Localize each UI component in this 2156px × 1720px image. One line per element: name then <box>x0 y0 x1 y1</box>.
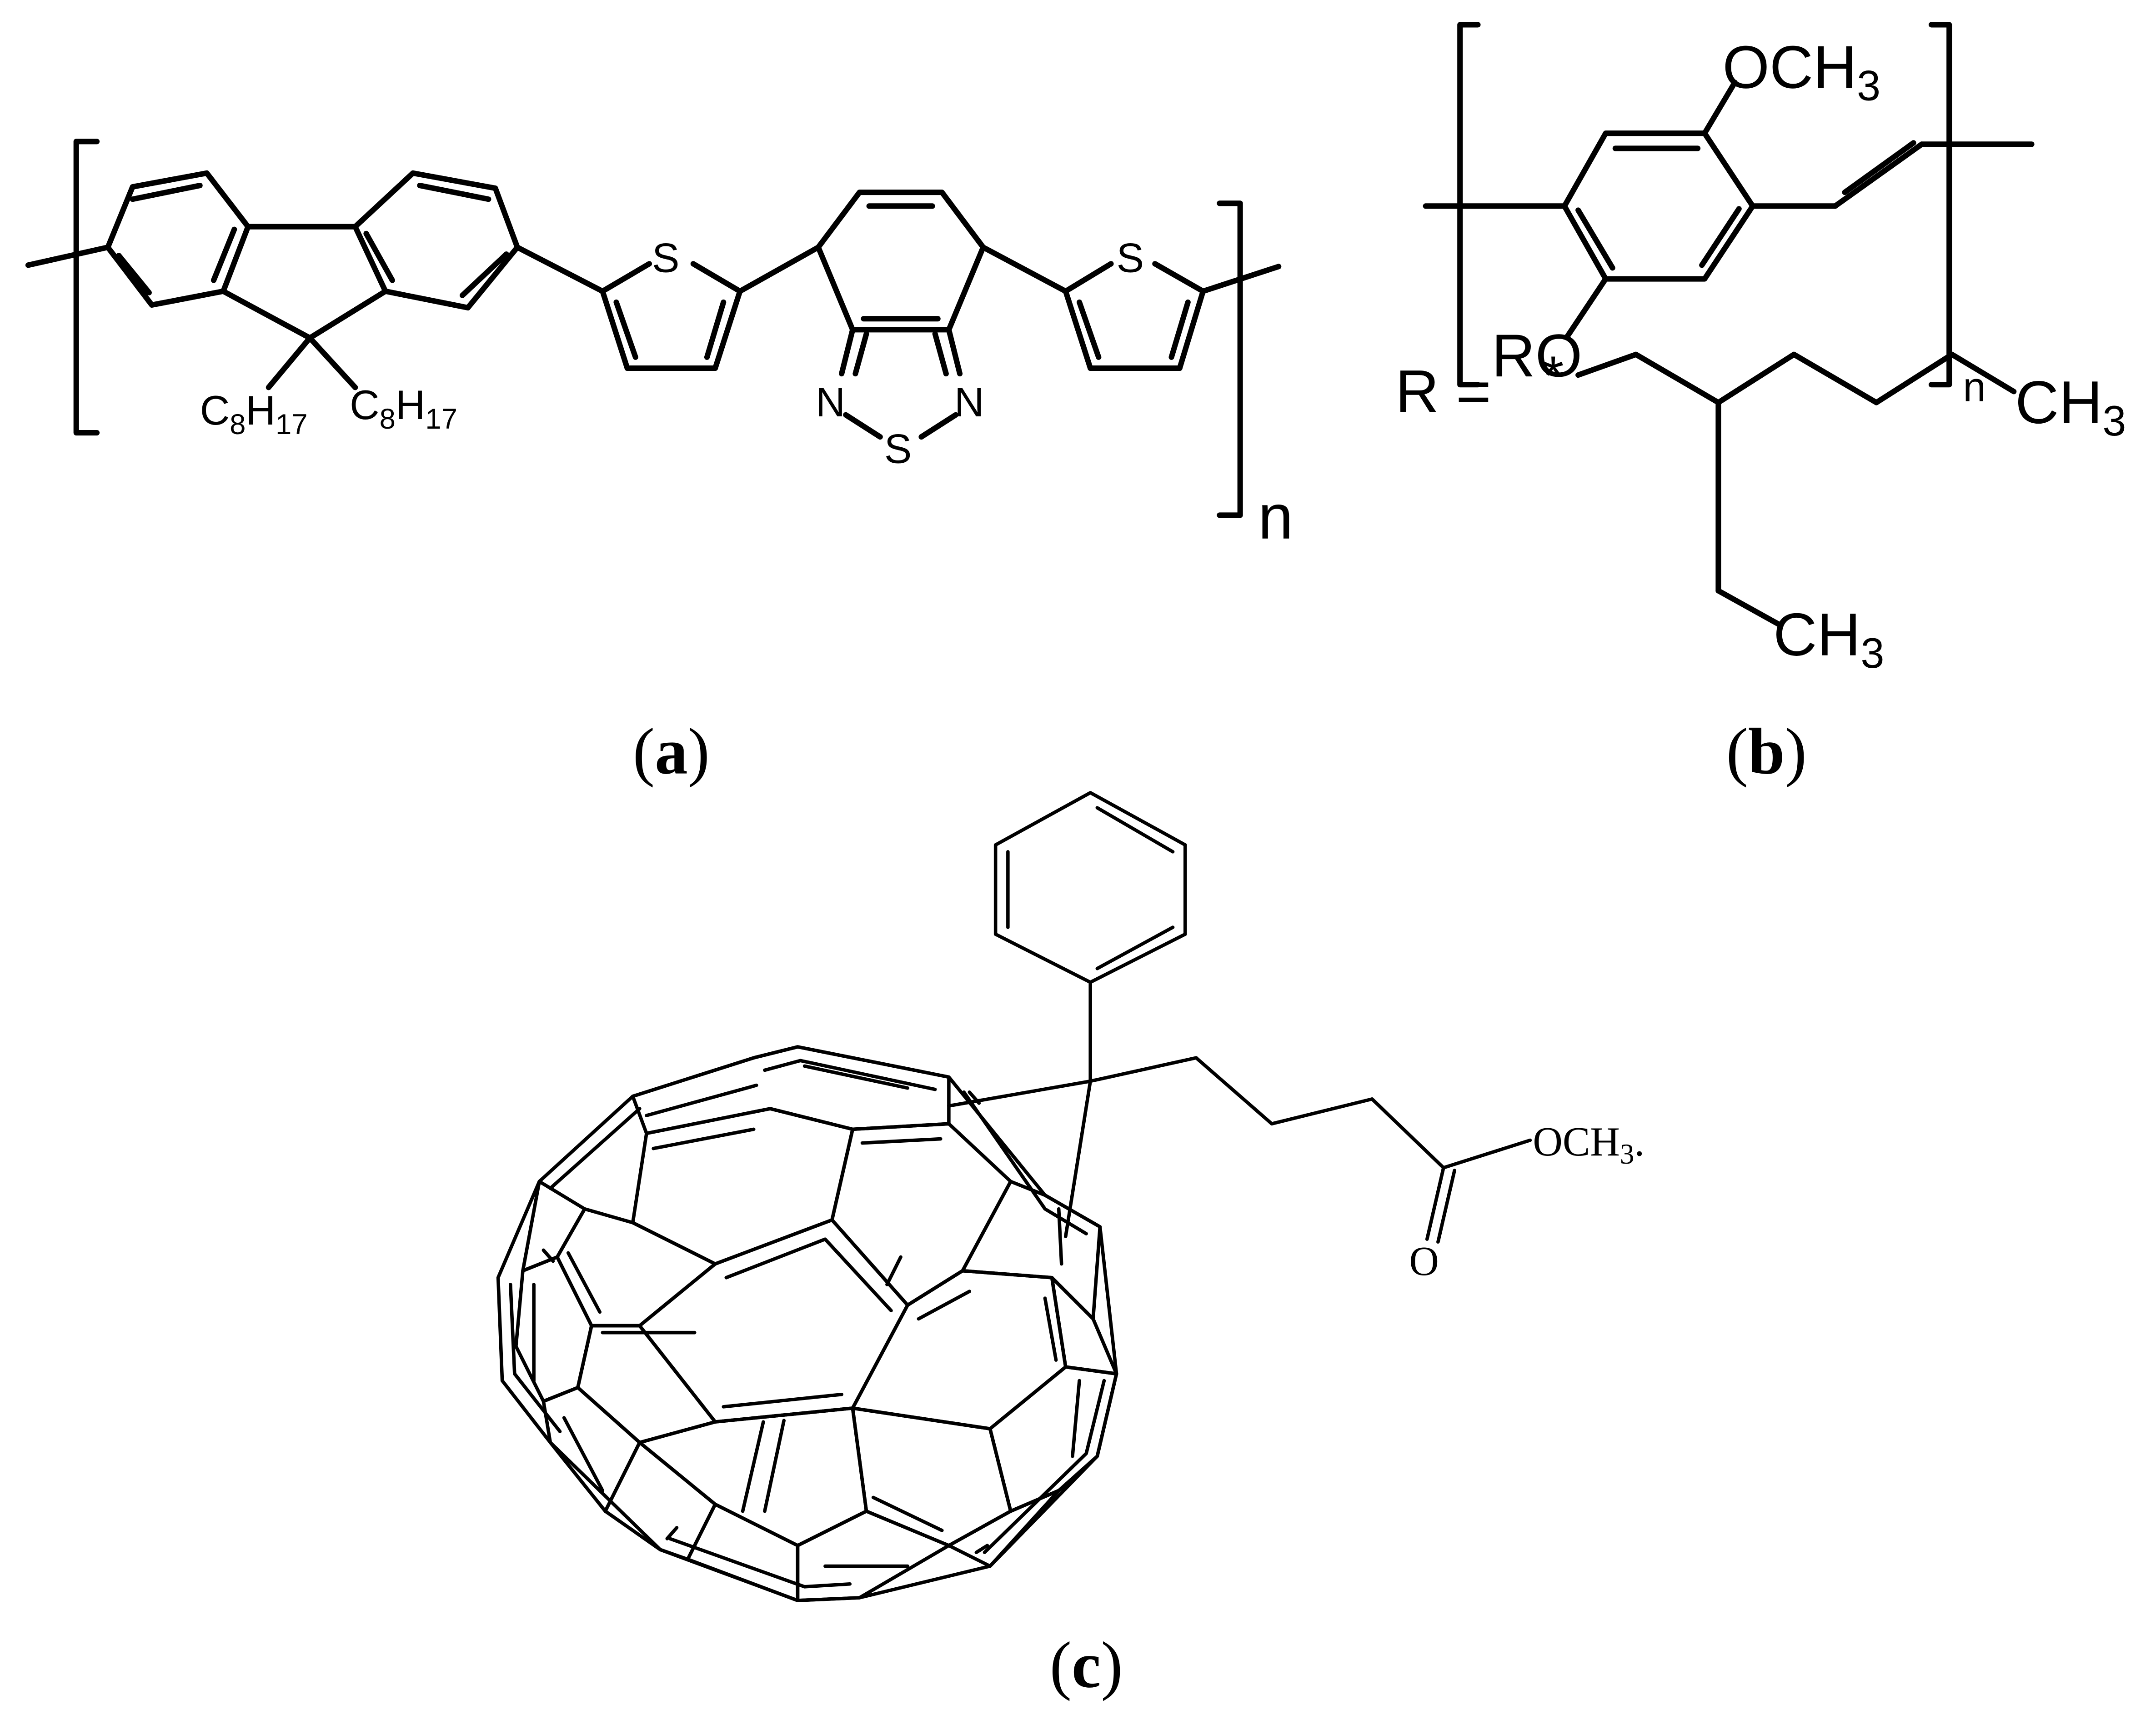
panel-c-labels: OCH3. O <box>1409 1119 1645 1284</box>
thiadiazole-sulfur: S <box>884 426 912 472</box>
r-definition-label: R = <box>1395 358 1491 425</box>
attachment-point-star: * <box>1543 345 1564 406</box>
panel-a-structure: S S N N S C8H17 C8H17 n (a) <box>25 139 1294 788</box>
c60-cage-bonds <box>496 1045 1118 1602</box>
ester-methoxy-label: OCH3. <box>1533 1119 1645 1170</box>
panel-b-structure: OCH3 RO n R = * CH3 CH3 (b) <box>1395 22 2126 788</box>
carbonyl-oxygen-label: O <box>1409 1238 1439 1284</box>
panel-a-labels: S S N N S C8H17 C8H17 n <box>200 235 1294 552</box>
panel-a-bonds <box>25 139 1282 518</box>
pcbm-phenyl-and-ester-bonds <box>947 791 1532 1244</box>
ethyl-methyl-label: CH3 <box>1773 601 1884 677</box>
panel-b-right-bracket <box>1928 22 1952 388</box>
panel-b-bonds <box>1423 22 2035 628</box>
thiophene-sulfur-right: S <box>1117 235 1144 281</box>
repeat-unit-n-b: n <box>1963 365 1986 410</box>
thiadiazole-nitrogen-left: N <box>816 380 845 425</box>
methoxy-label: OCH3 <box>1722 34 1880 109</box>
thiadiazole-nitrogen-right: N <box>954 380 984 425</box>
alkoxy-label: RO <box>1492 322 1582 390</box>
octyl-substituent-left: C8H17 <box>200 388 308 440</box>
panel-a-left-bracket <box>73 139 100 436</box>
repeat-unit-n-a: n <box>1258 482 1293 552</box>
caption-b: (b) <box>1726 715 1807 788</box>
panel-c-structure: OCH3. O (c) <box>496 791 1645 1701</box>
panel-a-right-bracket <box>1217 200 1243 518</box>
caption-c: (c) <box>1050 1629 1123 1701</box>
caption-a: (a) <box>633 715 710 788</box>
panel-b-labels: OCH3 RO n R = * CH3 CH3 <box>1395 34 2126 676</box>
thiophene-sulfur-left: S <box>652 235 679 281</box>
terminal-methyl-label: CH3 <box>2015 369 2126 445</box>
octyl-substituent-right: C8H17 <box>350 382 457 435</box>
